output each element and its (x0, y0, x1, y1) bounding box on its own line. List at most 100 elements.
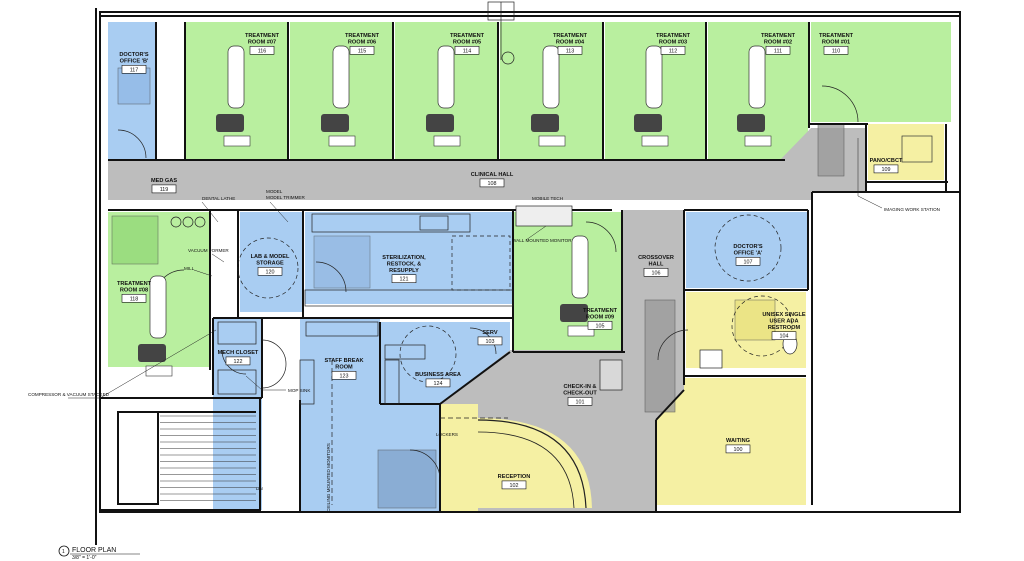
fill-r102 (440, 404, 478, 512)
room-number-box (257, 266, 283, 276)
door-swing (657, 329, 689, 361)
room-number: 104 (780, 334, 789, 340)
note-dn: DN (256, 486, 263, 491)
stair-treads (160, 415, 256, 501)
mobile-tech-cart (515, 205, 573, 227)
note-ceiling-monitors: CEILING MOUNTED MONITORS (326, 443, 331, 512)
room-number: 123 (340, 373, 349, 379)
note-model-trimmer: MODEL TRIMMER (266, 195, 305, 200)
room-number: 106 (652, 270, 661, 276)
chair-body (571, 235, 589, 299)
stair-enclosure (99, 397, 261, 511)
room-number: 112 (669, 48, 678, 54)
room-name-line: RECEPTION (498, 474, 531, 480)
room-number: 113 (566, 48, 575, 54)
dental-chair-icon (426, 45, 461, 147)
dental-chair-icon (634, 45, 669, 147)
door-swing (221, 349, 247, 375)
note-wall-monitor: WALL MOUNTED MONITOR (512, 238, 572, 243)
room-number-box (479, 178, 505, 188)
cart (433, 135, 461, 147)
door-swing (409, 449, 441, 481)
room-number-box (725, 444, 751, 454)
room-number-box (249, 45, 275, 55)
drawing-title-text: FLOOR PLAN (72, 547, 116, 554)
room-name-line: ROOM #02 (764, 39, 792, 45)
room-number-box (121, 293, 147, 303)
dental-units (138, 45, 772, 377)
drawing-tag: 1 (62, 549, 65, 555)
drawing-tag-circle (58, 545, 70, 557)
leader (857, 138, 883, 209)
room-number-box (660, 45, 686, 55)
mech-equipment (217, 321, 257, 345)
room-number: 102 (510, 483, 519, 489)
note-lockers: LOCKERS (436, 432, 458, 437)
room-name-line: SERV (482, 330, 497, 336)
chair-body (332, 45, 350, 109)
room-number-box (151, 184, 177, 194)
room-name-line: UNISEX SINGLE (762, 312, 805, 318)
room-name-line: ROOM #08 (120, 287, 148, 293)
dental-chair-icon (216, 45, 251, 147)
room-name-line: CHECK-IN & (564, 384, 597, 390)
door-swing (117, 129, 147, 159)
room-number-box (771, 331, 797, 341)
delivery-unit (560, 304, 588, 322)
cart (567, 325, 595, 337)
room-name-line: STORAGE (256, 260, 284, 266)
delivery-unit (138, 344, 166, 362)
leader (201, 201, 219, 223)
wall (439, 351, 511, 405)
room-number: 117 (130, 67, 139, 73)
fill-r107 (686, 212, 808, 288)
room-name-line: DOCTOR'S (733, 244, 762, 250)
room-number: 103 (486, 339, 495, 345)
chair-body (748, 45, 766, 109)
room-number: 116 (258, 48, 267, 54)
clearance-circle (237, 237, 299, 299)
delivery-unit (634, 114, 662, 132)
leader (525, 225, 547, 241)
hatch-zone (117, 67, 151, 105)
leader (193, 269, 213, 277)
room-number: 110 (832, 48, 841, 54)
room-number-box (557, 45, 583, 55)
room-name-line: TREATMENT (761, 33, 796, 39)
room-number: 118 (130, 296, 139, 302)
delivery-unit (426, 114, 454, 132)
lavatory (699, 349, 723, 369)
room-name-line: ROOM (335, 364, 353, 370)
entry-circle (501, 51, 515, 65)
room-number: 124 (434, 381, 443, 387)
room-number-box (587, 320, 613, 330)
counter (305, 321, 379, 337)
cart (328, 135, 356, 147)
wall (655, 389, 685, 421)
room-name-line: TREATMENT (450, 33, 485, 39)
door-swing (585, 221, 617, 253)
room-name-line: WAITING (726, 438, 750, 444)
outer-wall (99, 11, 961, 513)
room-number-box (425, 378, 451, 388)
leader (211, 253, 225, 263)
chair-body (437, 45, 455, 109)
room-number: 107 (744, 259, 753, 265)
room-name-line: HALL (649, 261, 664, 267)
room-name-line: CHECK-OUT (563, 390, 597, 396)
room-name-line: ROOM #01 (822, 39, 850, 45)
room-number-box (349, 45, 375, 55)
note-model-trimmer-1: MODEL (266, 189, 283, 194)
